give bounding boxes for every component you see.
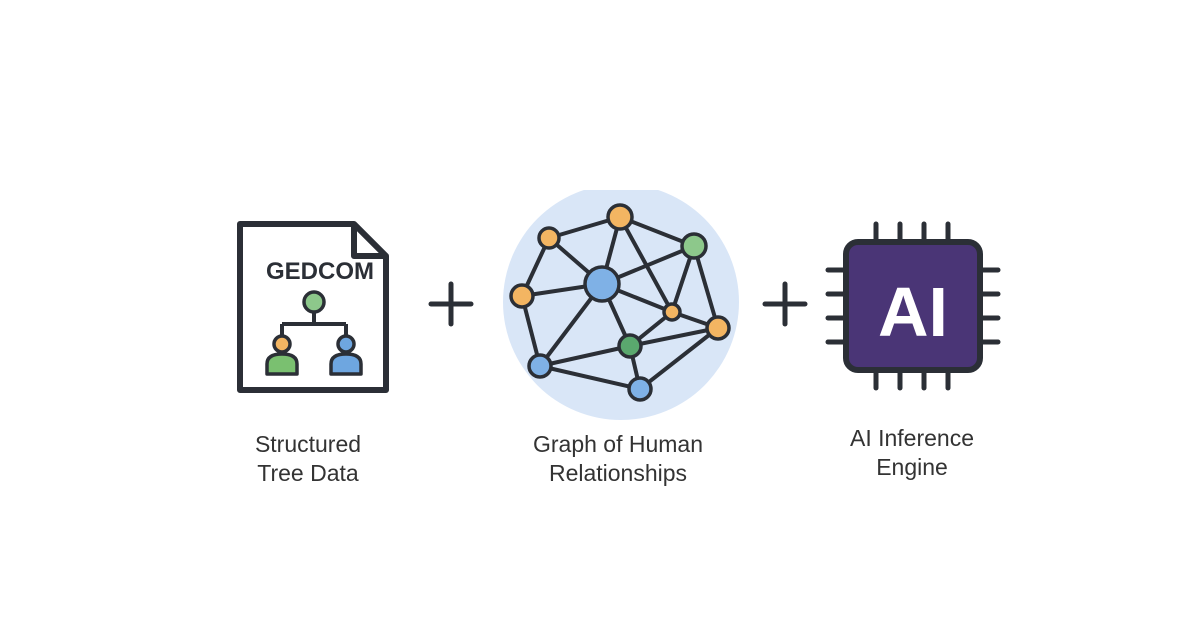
document-fold [351,224,386,259]
graph-node [627,376,653,402]
graph-node [680,232,708,260]
gedcom-label: GEDCOM [266,258,374,285]
gedcom-document-icon: GEDCOM [237,221,389,393]
caption-ai-inference-engine: AI Inference Engine [812,424,1012,482]
graph-node [527,353,553,379]
graph-node-center [583,265,621,303]
person-blue-icon [329,334,363,376]
caption-structured-tree-data: Structured Tree Data [218,430,398,488]
graph-node [662,302,682,322]
caption-line: Engine [876,454,948,480]
graph-node [617,333,643,359]
caption-line: AI Inference [849,425,975,451]
graph-node [705,315,731,341]
chip-body [843,239,983,373]
caption-line: Graph of Human [532,431,704,457]
plus-icon [428,281,474,327]
graph-node [606,203,634,231]
graph-nodes [509,203,731,402]
person-green-icon [265,334,299,376]
caption-line: Tree Data [257,460,359,486]
ai-chip-label: AI [878,273,948,351]
tree-root-node [302,290,326,314]
relationship-graph-icon [503,190,739,420]
caption-graph-of-human-relationships: Graph of Human Relationships [508,430,728,488]
caption-line: Structured [254,431,362,457]
graph-node [537,226,561,250]
ai-chip-icon: AI [825,221,1001,391]
caption-line: Relationships [548,460,688,486]
plus-icon [762,281,808,327]
graph-node [509,283,535,309]
